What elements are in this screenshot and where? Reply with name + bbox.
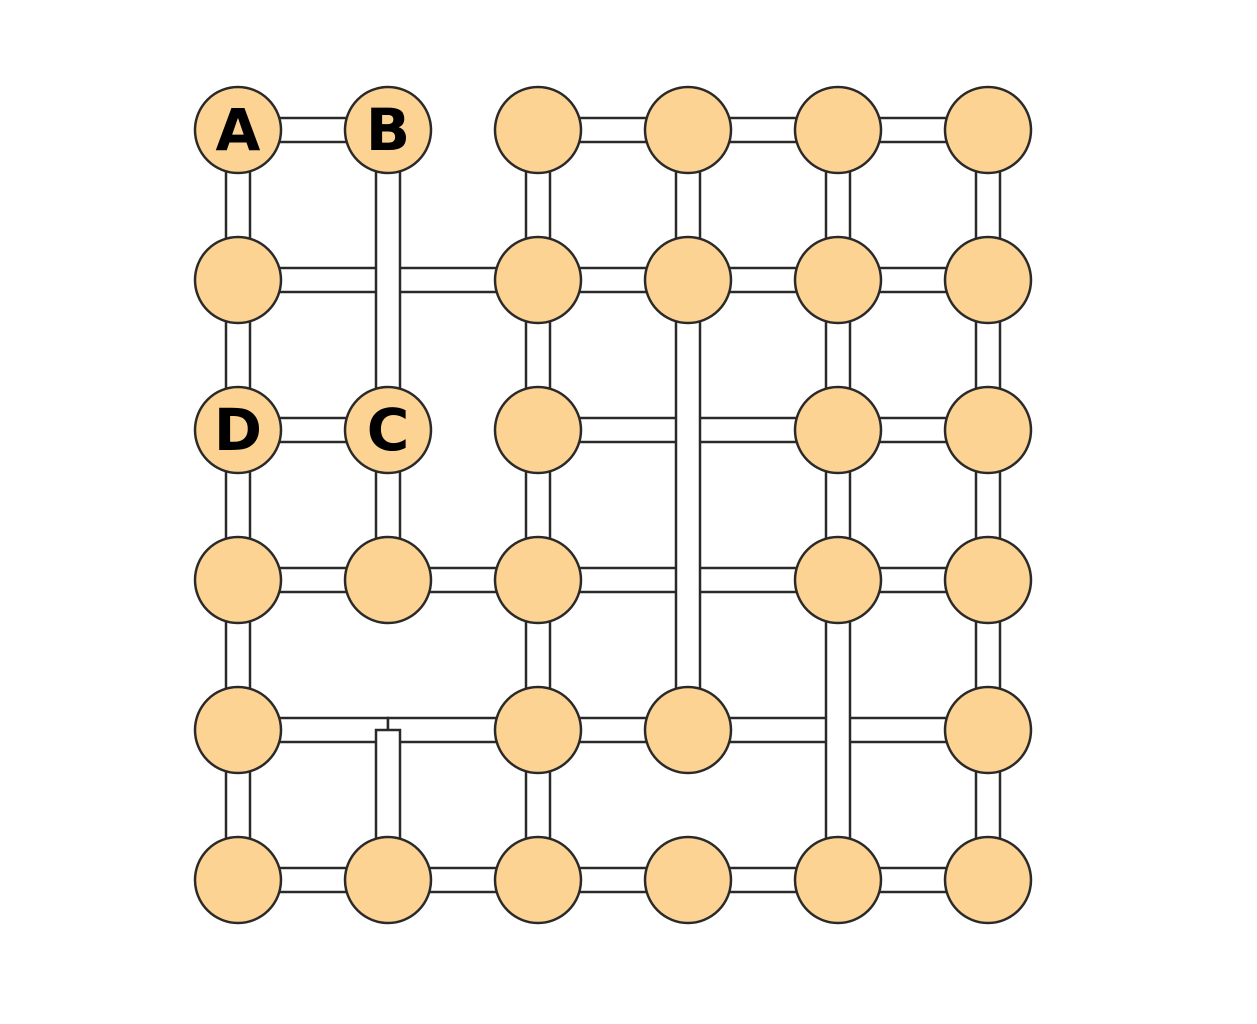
node-0-2: [193, 385, 283, 475]
node-label-b: B: [366, 96, 410, 164]
node-0-3: [193, 535, 283, 625]
bridge-3-0-to-3-4: [674, 128, 702, 732]
node-5-0: [943, 85, 1033, 175]
node-2-4: [493, 685, 583, 775]
node-label-c: C: [367, 396, 410, 464]
labels-layer: A B C D: [214, 96, 410, 464]
node-4-0: [793, 85, 883, 175]
node-3-1: [643, 235, 733, 325]
node-0-4: [193, 685, 283, 775]
node-0-0: [193, 85, 283, 175]
node-5-5: [943, 835, 1033, 925]
node-4-2: [793, 385, 883, 475]
bridge-2-1-to-5-1: [536, 266, 990, 294]
nodes-layer: [193, 85, 1033, 925]
bridges-layer: [224, 116, 1002, 894]
node-1-0: [343, 85, 433, 175]
node-3-0: [643, 85, 733, 175]
node-5-1: [943, 235, 1033, 325]
bridge-4-3-to-4-5: [824, 578, 852, 882]
node-label-d: D: [214, 396, 262, 464]
node-2-5: [493, 835, 583, 925]
node-0-5: [193, 835, 283, 925]
node-1-2: [343, 385, 433, 475]
node-1-3: [343, 535, 433, 625]
node-0-1: [193, 235, 283, 325]
bridge-1-0-to-1-2: [374, 128, 402, 432]
node-4-3: [793, 535, 883, 625]
node-5-4: [943, 685, 1033, 775]
node-label-a: A: [216, 96, 261, 164]
node-2-0: [493, 85, 583, 175]
node-5-3: [943, 535, 1033, 625]
node-1-5: [343, 835, 433, 925]
node-4-5: [793, 835, 883, 925]
node-2-1: [493, 235, 583, 325]
node-4-1: [793, 235, 883, 325]
node-2-3: [493, 535, 583, 625]
node-2-2: [493, 385, 583, 475]
node-3-5: [643, 835, 733, 925]
node-5-2: [943, 385, 1033, 475]
node-3-4: [643, 685, 733, 775]
